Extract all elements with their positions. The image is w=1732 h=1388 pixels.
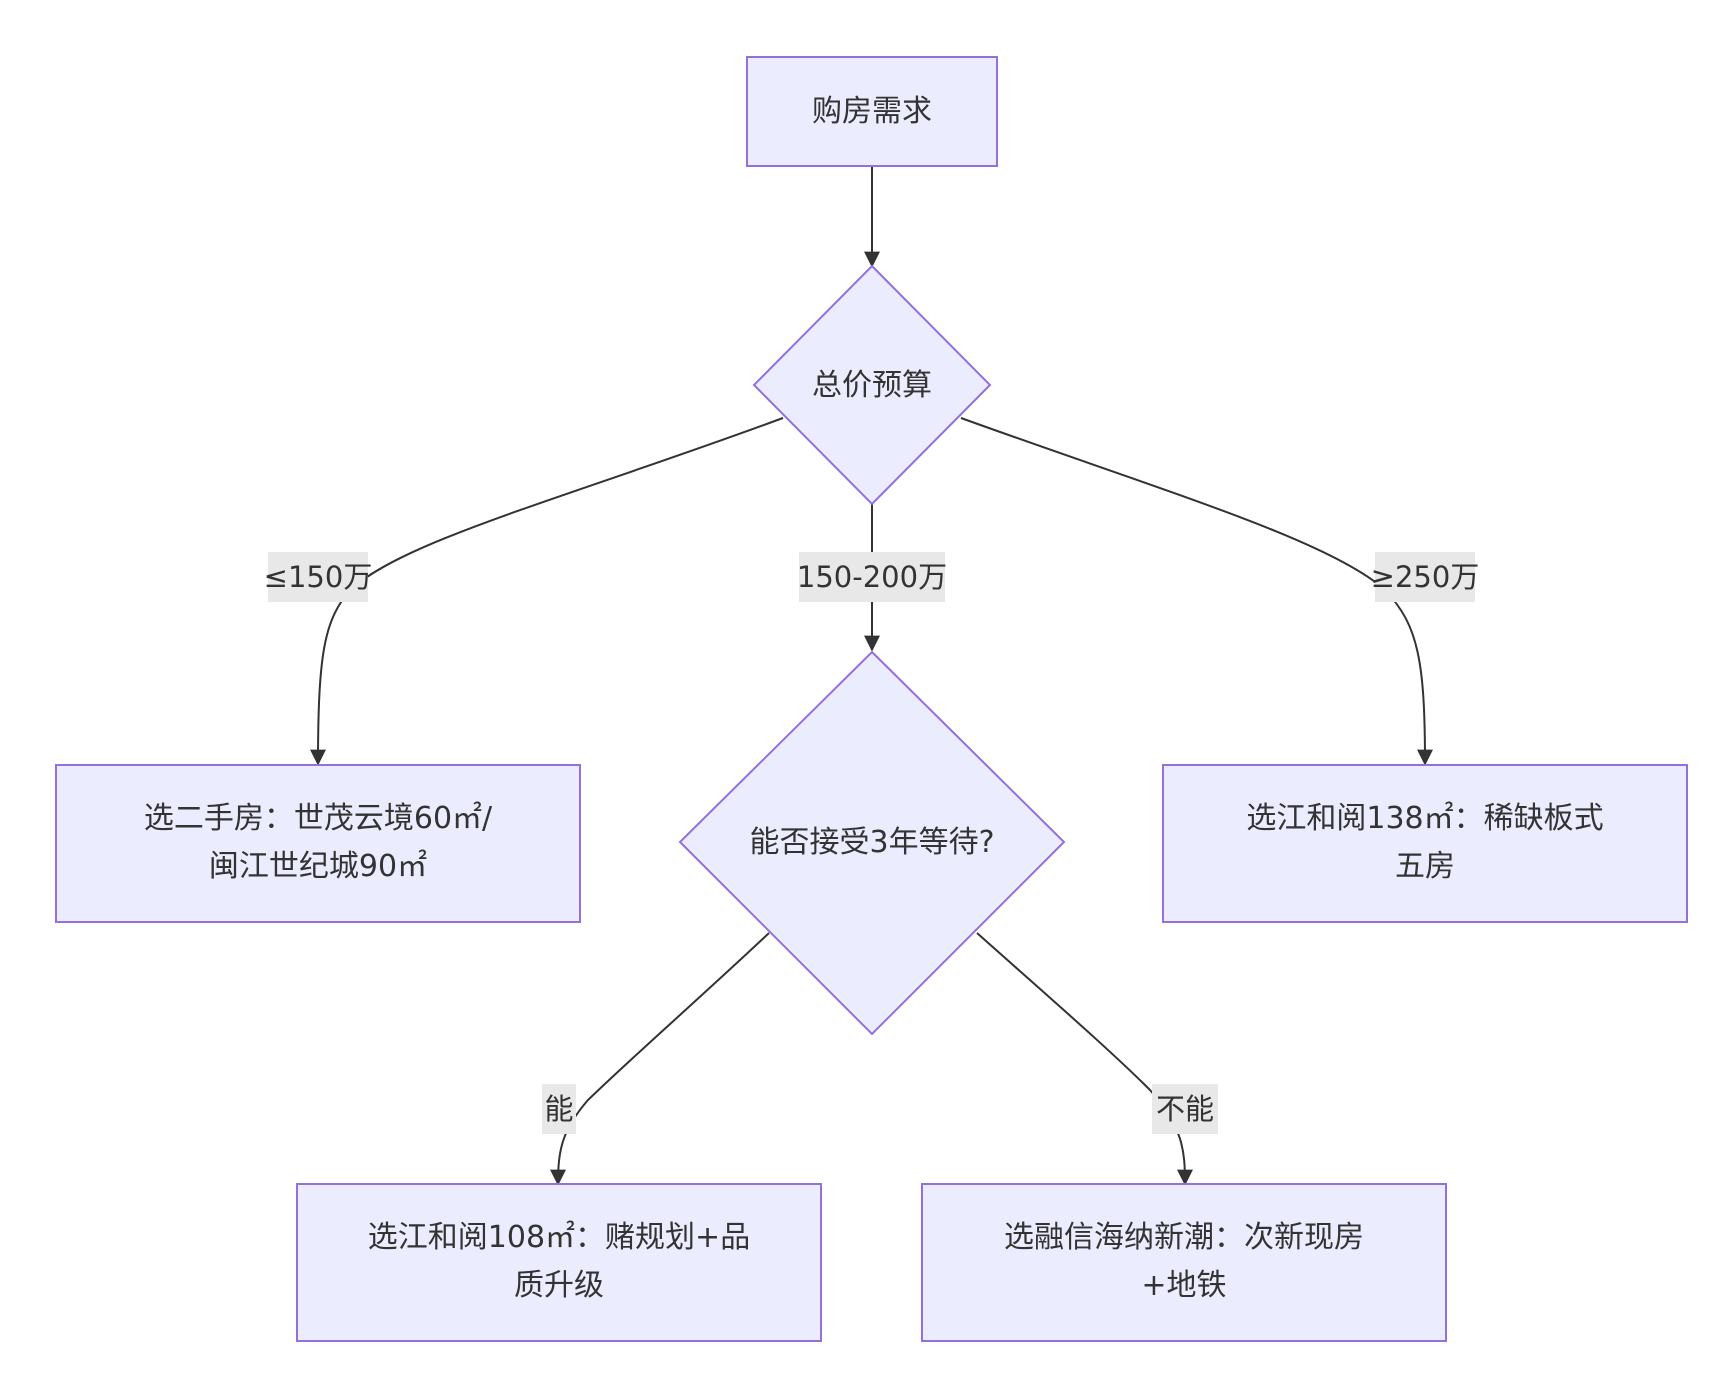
edge-label-bg-yes [542,1084,576,1134]
node-start: 购房需求 [746,56,998,167]
node-rongxin-line1: 选融信海纳新潮：次新现房 [1004,1220,1364,1255]
node-jhy138-line1: 选江和阅138㎡：稀缺板式 [1246,801,1603,836]
node-rongxin: 选融信海纳新潮：次新现房 +地铁 [921,1183,1447,1342]
node-jhy108: 选江和阅108㎡：赌规划+品 质升级 [296,1183,822,1342]
edge-label-low: ≤150万 [264,560,373,594]
node-rongxin-line2: +地铁 [1141,1268,1226,1303]
node-budget: 总价预算 [752,264,992,506]
edge-label-bg-no [1152,1084,1218,1134]
node-jhy108-line1: 选江和阅108㎡：赌规划+品 [368,1220,750,1255]
edge-label-high: ≥250万 [1371,560,1480,594]
node-wait-label: 能否接受3年等待? [749,825,994,860]
node-second-hand-line2: 闽江世纪城90㎡ [209,849,427,884]
node-second-hand-line1: 选二手房：世茂云境60㎡/ [144,801,493,836]
edge-label-mid: 150-200万 [797,560,947,594]
node-budget-label: 总价预算 [812,368,932,403]
node-second-hand: 选二手房：世茂云境60㎡/ 闽江世纪城90㎡ [55,764,581,923]
edge-label-bg-mid [799,552,945,602]
edge-budget-to-jhy138 [960,417,1433,766]
node-jhy138: 选江和阅138㎡：稀缺板式 五房 [1162,764,1688,923]
edge-label-no: 不能 [1156,1092,1214,1126]
node-jhy138-line2: 五房 [1395,849,1455,884]
node-start-label: 购房需求 [812,94,932,129]
node-jhy108-line2: 质升级 [514,1268,604,1303]
node-wait: 能否接受3年等待? [678,650,1066,1036]
edge-label-bg-low [268,552,368,602]
edge-budget-to-second-hand [310,417,784,766]
edge-label-yes: 能 [544,1092,573,1126]
edge-label-bg-high [1375,552,1475,602]
edge-wait-to-rongxin [976,932,1193,1186]
edge-wait-to-jhy108 [550,932,770,1186]
